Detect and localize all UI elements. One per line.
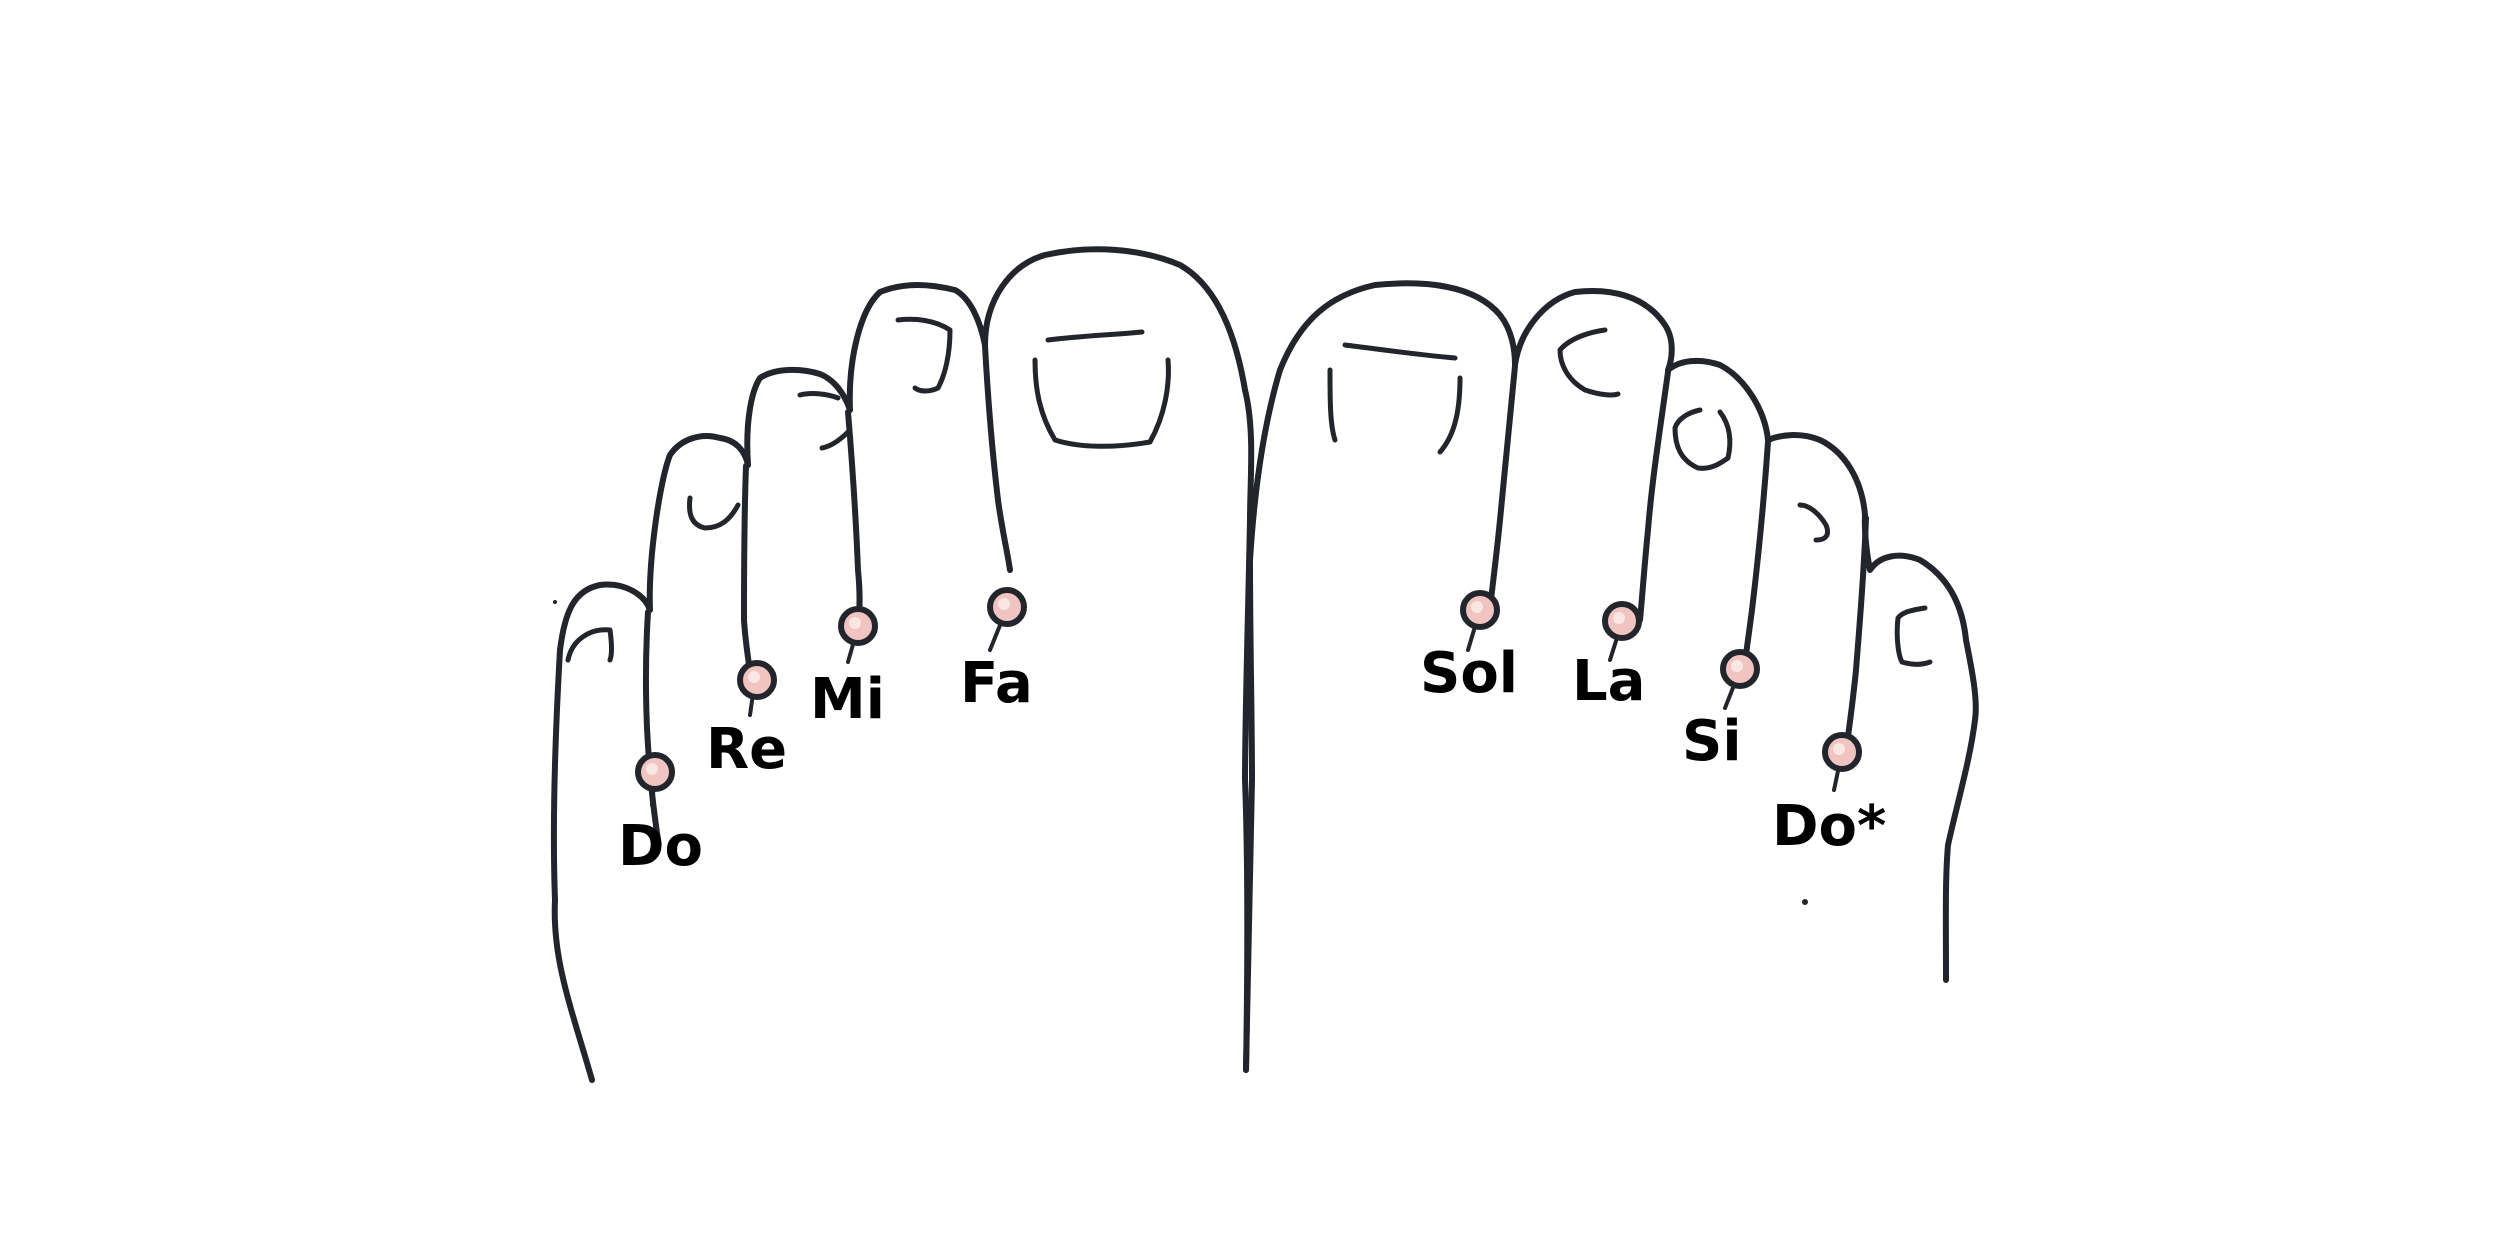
note-dot-highlight <box>998 598 1010 610</box>
note-label-do-high: Do* <box>1772 794 1886 859</box>
note-marker-sol[interactable]: Sol <box>1420 593 1518 706</box>
note-label-do: Do <box>618 814 703 879</box>
note-marker-do-high[interactable]: Do* <box>1772 735 1886 859</box>
left-nail-little <box>568 630 612 660</box>
left-foot-outline <box>554 249 1251 1080</box>
right-nail-3 <box>1675 410 1730 468</box>
note-marker-do[interactable]: Do <box>618 755 703 879</box>
right-nail-little <box>1897 608 1930 664</box>
note-dot-highlight <box>1613 612 1625 624</box>
note-dot-highlight <box>849 617 861 629</box>
left-nail-3 <box>800 394 848 448</box>
left-toe-gap-3 <box>848 412 860 622</box>
left-nail-2 <box>898 319 950 391</box>
right-toe-gap-3 <box>1744 442 1768 668</box>
note-marker-mi[interactable]: Mi <box>810 609 885 732</box>
stray-mark <box>1802 899 1808 905</box>
note-marker-fa[interactable]: Fa <box>960 590 1033 716</box>
right-toe-gap-2 <box>1640 372 1668 620</box>
note-marker-si[interactable]: Si <box>1682 652 1757 774</box>
left-toe-gap-2 <box>744 466 752 684</box>
note-dot-highlight <box>1471 601 1483 613</box>
note-label-mi: Mi <box>810 667 885 732</box>
note-label-la: La <box>1572 649 1645 714</box>
note-dot-highlight <box>1731 660 1743 672</box>
right-toe-gap-1 <box>1490 366 1515 608</box>
left-nail-4 <box>690 498 738 528</box>
stray-mark <box>553 600 557 604</box>
note-label-re: Re <box>706 717 787 782</box>
left-nail-big <box>1035 332 1168 446</box>
note-marker-la[interactable]: La <box>1572 604 1645 714</box>
left-toe-gap-4 <box>985 346 1010 570</box>
right-nail-big <box>1330 345 1460 452</box>
right-nail-2 <box>1560 330 1618 395</box>
note-label-sol: Sol <box>1420 641 1518 706</box>
note-dot-highlight <box>646 763 658 775</box>
note-label-fa: Fa <box>960 651 1033 716</box>
note-dot-highlight <box>748 671 760 683</box>
right-nail-4 <box>1800 505 1828 540</box>
note-dot-highlight <box>1833 743 1845 755</box>
note-marker-re[interactable]: Re <box>706 663 787 782</box>
left-foot <box>554 249 1251 1080</box>
note-label-si: Si <box>1682 709 1742 774</box>
right-toe-gap-4 <box>1846 518 1866 752</box>
